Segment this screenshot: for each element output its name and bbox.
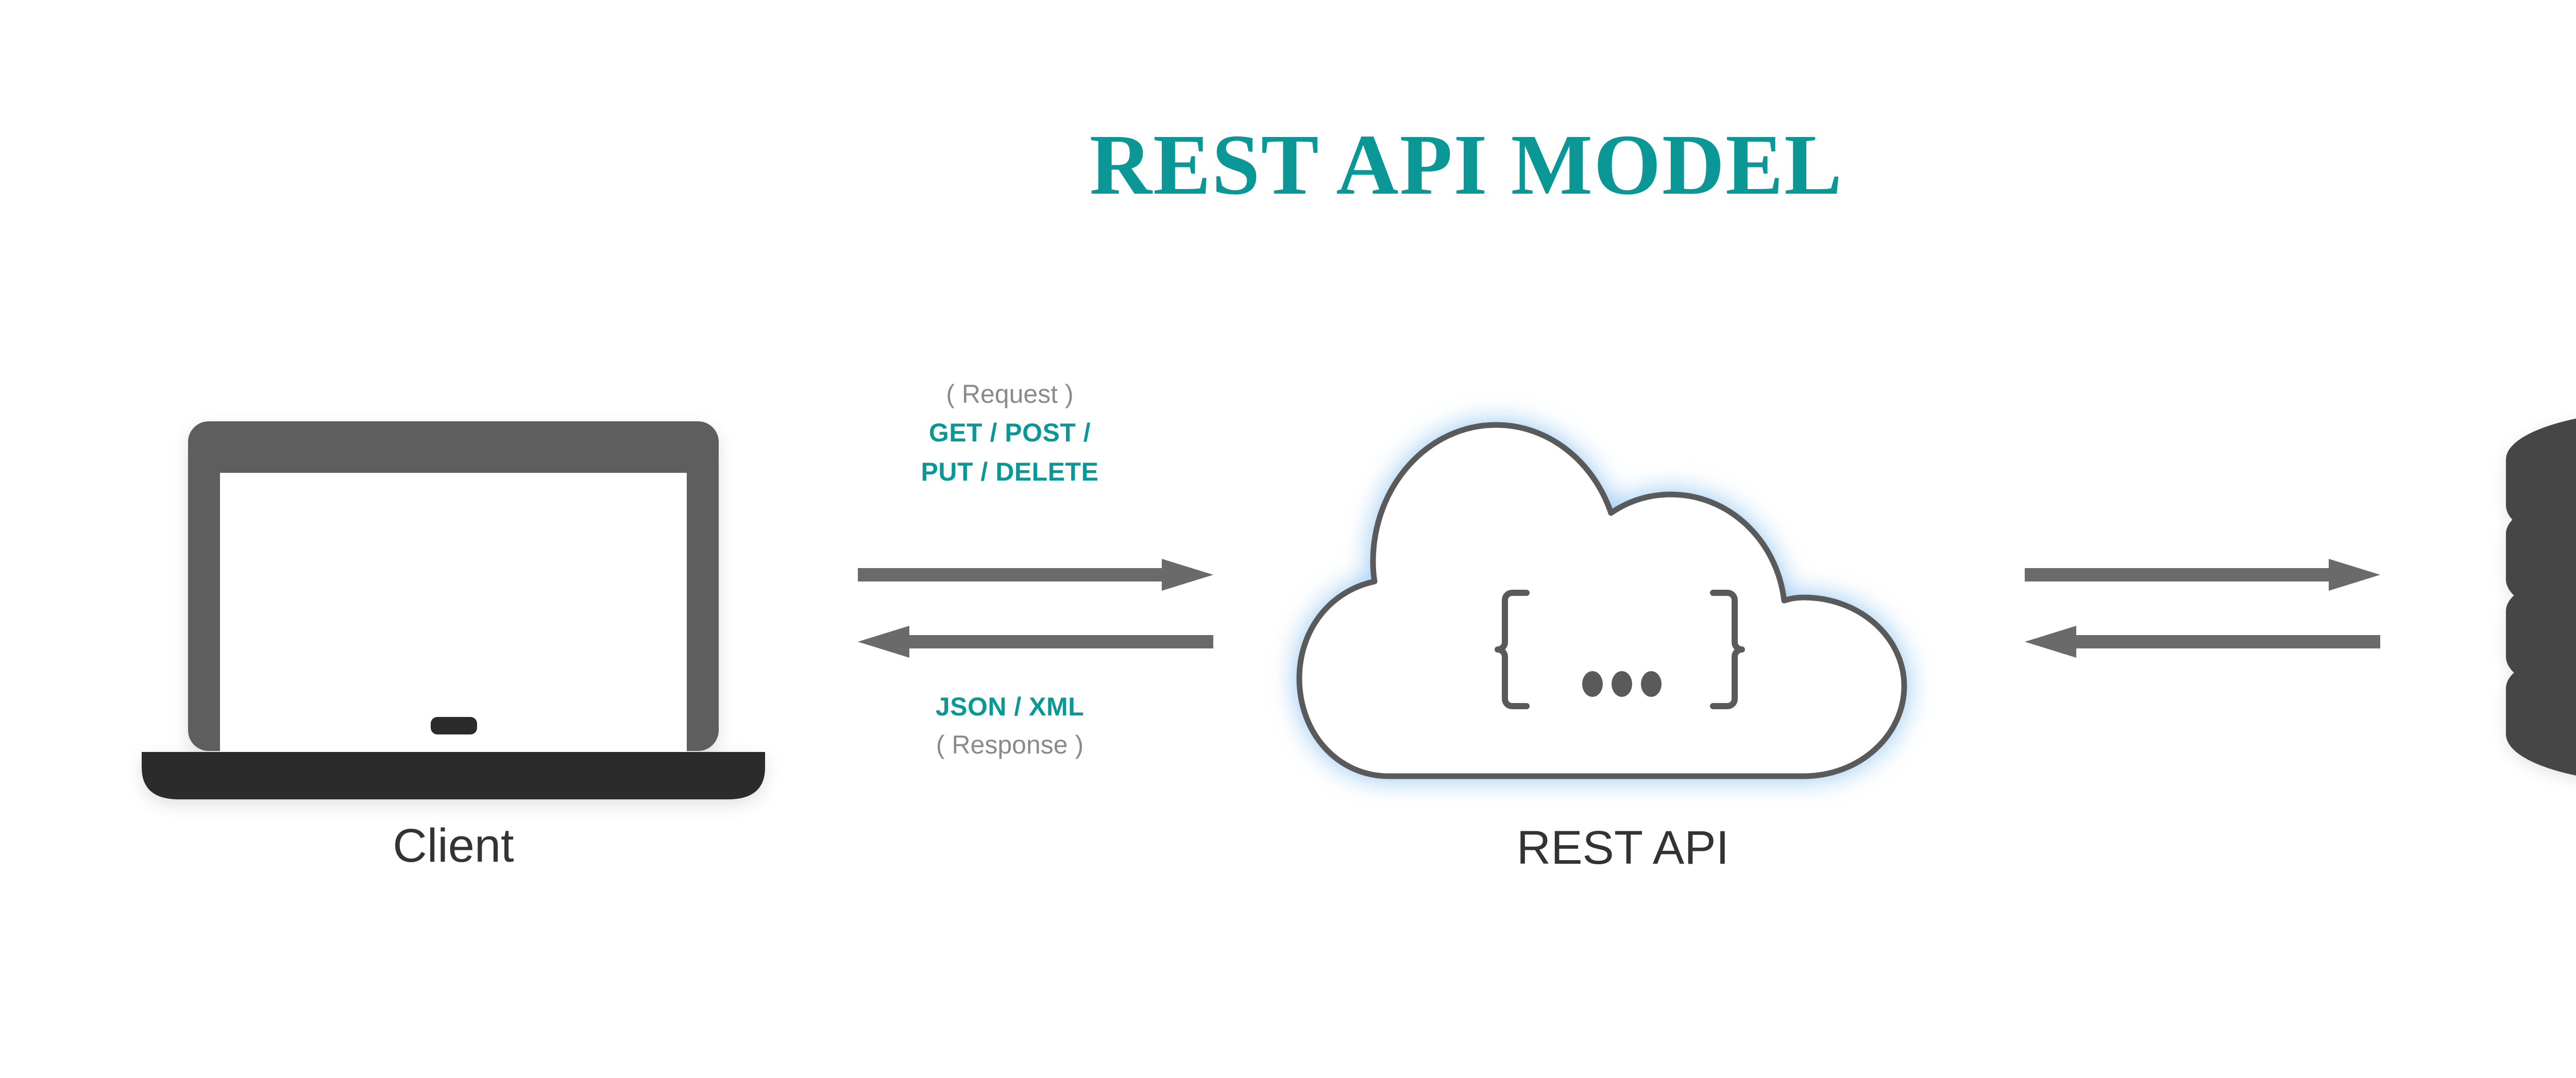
response-arrow-left-icon xyxy=(858,626,1213,658)
left-brace-icon xyxy=(1495,590,1530,709)
request-message-group: ( Request ) GET / POST / PUT / DELETE xyxy=(804,381,1216,700)
rest-api-label: REST API xyxy=(1516,822,1730,874)
dot-1 xyxy=(1582,671,1603,697)
database-label: Database xyxy=(2468,819,2576,866)
right-brace-icon xyxy=(1710,590,1745,709)
api-to-database-arrow-right-icon xyxy=(2025,559,2380,591)
database-to-api-arrow-left-icon xyxy=(2025,626,2380,658)
response-paren-label: ( Response ) xyxy=(936,730,1084,759)
cloud-icon xyxy=(1296,422,1907,779)
response-message-group: JSON / XML ( Response ) xyxy=(804,694,1216,776)
request-arrow-right-icon xyxy=(858,559,1213,591)
laptop-icon xyxy=(142,421,765,799)
dot-3 xyxy=(1641,671,1662,697)
dot-2 xyxy=(1612,671,1632,697)
rest-api-node xyxy=(1288,409,1958,785)
request-methods-line-1: GET / POST / xyxy=(928,418,1091,447)
client-node xyxy=(139,412,768,803)
page-title: REST API MODEL xyxy=(1089,117,1843,213)
api-database-arrow-pair xyxy=(2025,559,2380,667)
database-node xyxy=(2488,402,2576,793)
request-methods-line-2: PUT / DELETE xyxy=(921,457,1099,486)
client-api-arrow-pair xyxy=(858,559,1213,667)
response-format-label: JSON / XML xyxy=(935,692,1084,721)
client-label: Client xyxy=(393,819,514,872)
database-cylinder-icon xyxy=(2506,418,2576,776)
request-paren-label: ( Request ) xyxy=(946,380,1074,408)
cloud-outline xyxy=(1296,422,1907,779)
